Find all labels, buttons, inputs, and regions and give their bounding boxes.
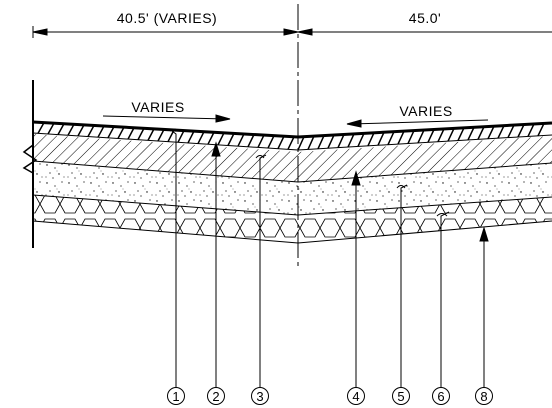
svg-text:2: 2 (212, 389, 219, 404)
pavement-layers (33, 134, 552, 243)
surface-tick (327, 134, 335, 149)
surface-tick (247, 134, 255, 148)
surface-tick (447, 128, 455, 142)
hatched-base-layer (33, 134, 552, 182)
surface-tick (357, 133, 365, 147)
callouts: 1 2 3 4 5 6 8 (167, 387, 493, 405)
callout-1: 1 (167, 387, 185, 405)
surface-tick (197, 131, 205, 144)
surface-tick (227, 133, 235, 146)
surface-tick (137, 127, 145, 141)
right-width-label: 45.0' (409, 10, 441, 26)
left-slope-arrow (102, 114, 231, 123)
surface-tick (57, 123, 65, 135)
right-slope-arrow (346, 119, 489, 128)
svg-text:4: 4 (352, 389, 359, 404)
svg-text:3: 3 (256, 389, 263, 404)
surface-tick (387, 131, 395, 145)
surface-tick (157, 129, 165, 142)
surface-tick (407, 130, 415, 144)
callout-3: 3 (251, 387, 269, 405)
top-dimension-line (32, 26, 552, 38)
surface-tick (437, 128, 445, 143)
callout-4: 4 (347, 387, 365, 405)
surface-tick (207, 131, 215, 145)
surface-tick (527, 123, 535, 137)
svg-text:5: 5 (397, 389, 404, 404)
callout-8: 8 (475, 387, 493, 405)
surface-tick (427, 129, 435, 143)
callout-2: 2 (207, 387, 225, 405)
surface-tick (457, 127, 465, 141)
left-edge (22, 80, 38, 248)
leader-lines (169, 128, 489, 387)
svg-text:6: 6 (437, 389, 444, 404)
surface-tick (187, 130, 195, 144)
surface-tick (537, 123, 545, 137)
left-width-label: 40.5' (VARIES) (117, 10, 217, 26)
surface-tick (77, 124, 85, 137)
surface-tick (257, 134, 265, 148)
surface-tick (347, 133, 355, 148)
geocell-layer (33, 195, 552, 243)
left-slope-label: VARIES (131, 99, 184, 115)
surface-tick (337, 134, 345, 148)
surface-tick (177, 130, 185, 143)
right-slope-label: VARIES (399, 103, 452, 119)
svg-text:8: 8 (480, 389, 487, 404)
surface-tick (37, 122, 45, 134)
callout-6: 6 (432, 387, 450, 405)
surface-tick (277, 135, 285, 150)
surface-tick (307, 135, 315, 150)
surface-tick (47, 122, 55, 135)
surface-tick (297, 136, 305, 151)
surface-tick (97, 125, 105, 138)
surface-tick (127, 127, 135, 140)
surface-tick (477, 126, 485, 140)
surface-tick (397, 130, 405, 145)
surface-tick (237, 133, 245, 147)
surface-tick (317, 135, 325, 150)
surface-tick (487, 125, 495, 140)
surface-tick (217, 132, 225, 146)
callout-5: 5 (392, 387, 410, 405)
surface-tick (117, 126, 125, 139)
surface-tick (107, 126, 115, 139)
aggregate-layer (33, 161, 552, 215)
surface-tick (467, 126, 475, 141)
surface-tick (497, 125, 505, 139)
surface-tick (267, 135, 275, 149)
surface-tick (367, 132, 375, 147)
surface-tick (417, 129, 425, 144)
surface-tick (377, 131, 385, 146)
svg-text:1: 1 (172, 389, 179, 404)
surface-tick (67, 123, 75, 136)
surface-tick (87, 125, 95, 137)
surface-tick (507, 124, 515, 138)
surface-tick (517, 124, 525, 138)
surface-tick (147, 128, 155, 141)
surface-tick (287, 136, 295, 150)
